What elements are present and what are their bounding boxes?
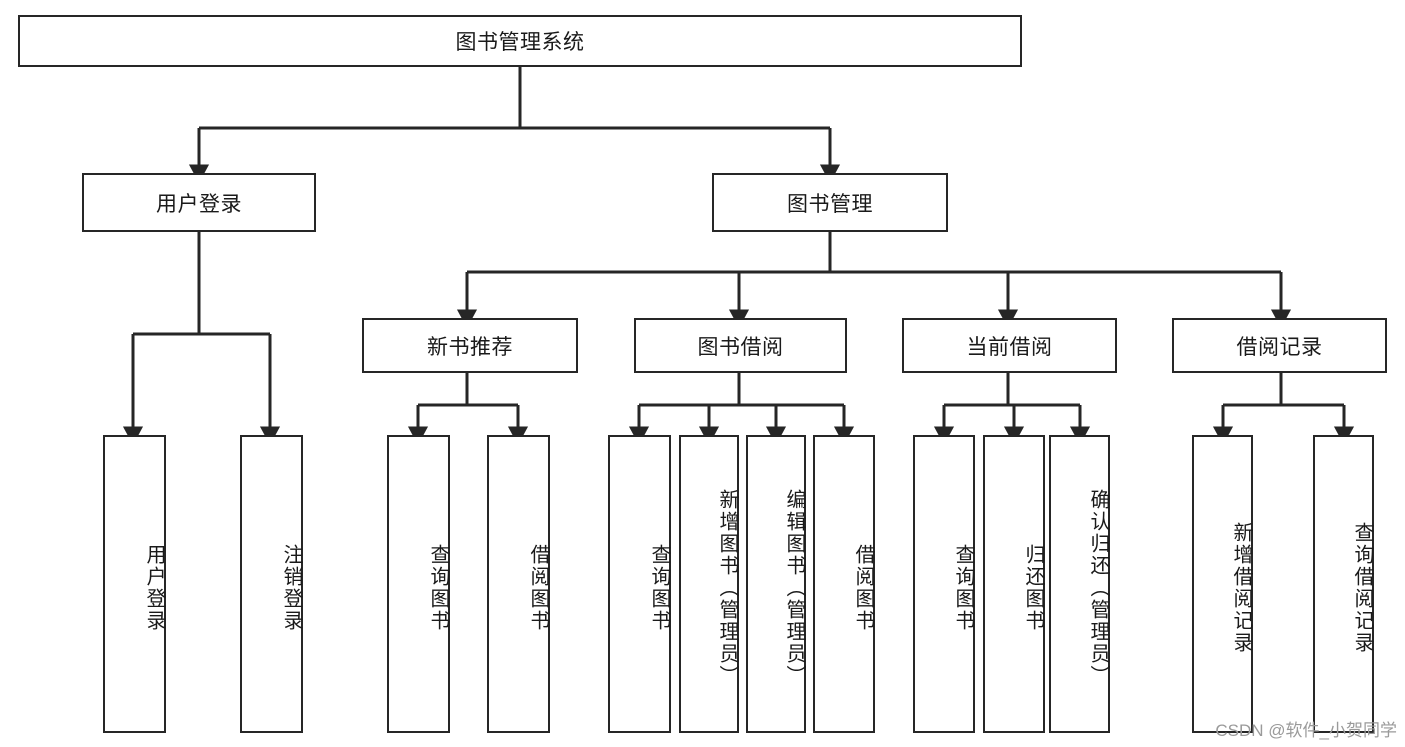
node-current-borrow[interactable]: 当前借阅 [902,318,1117,373]
node-label: 查询图书 [648,544,670,632]
node-label: 确认归还（管理员） [1087,489,1109,687]
node-leaf-borrow-book-rec[interactable]: 借阅图书 [487,435,550,733]
node-book-borrow[interactable]: 图书借阅 [634,318,847,373]
node-label: 借阅记录 [1236,335,1323,359]
node-leaf-borrow-book[interactable]: 借阅图书 [813,435,875,733]
node-label: 图书管理 [787,192,873,216]
node-label: 借阅图书 [527,544,549,632]
node-label: 查询图书 [427,544,449,632]
node-new-book-recommend[interactable]: 新书推荐 [362,318,578,373]
node-label: 用户登录 [143,544,165,632]
watermark-text: CSDN @软件_小贺同学 [1215,721,1397,740]
node-label: 查询图书 [952,544,974,632]
node-label: 用户登录 [156,192,242,216]
node-leaf-query-book-borrow[interactable]: 查询图书 [608,435,671,733]
node-label: 新书推荐 [427,335,513,359]
node-label: 归还图书 [1022,544,1044,632]
node-leaf-logout[interactable]: 注销登录 [240,435,303,733]
node-label: 借阅图书 [852,544,874,632]
node-borrow-record[interactable]: 借阅记录 [1172,318,1387,373]
node-label: 新增借阅记录 [1230,522,1252,654]
node-leaf-return-book[interactable]: 归还图书 [983,435,1045,733]
node-leaf-query-book-cur[interactable]: 查询图书 [913,435,975,733]
node-label: 查询借阅记录 [1351,522,1373,654]
node-leaf-edit-book[interactable]: 编辑图书（管理员） [746,435,806,733]
node-leaf-query-record[interactable]: 查询借阅记录 [1313,435,1374,733]
node-label: 注销登录 [280,544,302,632]
node-leaf-add-record[interactable]: 新增借阅记录 [1192,435,1253,733]
node-leaf-user-login[interactable]: 用户登录 [103,435,166,733]
node-user-login[interactable]: 用户登录 [82,173,316,232]
node-label: 图书借阅 [697,335,784,359]
node-leaf-add-book[interactable]: 新增图书（管理员） [679,435,739,733]
node-root-system[interactable]: 图书管理系统 [18,15,1022,67]
node-label: 图书管理系统 [455,31,585,54]
node-leaf-confirm-return[interactable]: 确认归还（管理员） [1049,435,1110,733]
node-book-manage[interactable]: 图书管理 [712,173,948,232]
node-label: 当前借阅 [966,335,1053,359]
node-leaf-query-book-rec[interactable]: 查询图书 [387,435,450,733]
node-label: 新增图书（管理员） [716,489,738,687]
node-label: 编辑图书（管理员） [783,489,805,687]
